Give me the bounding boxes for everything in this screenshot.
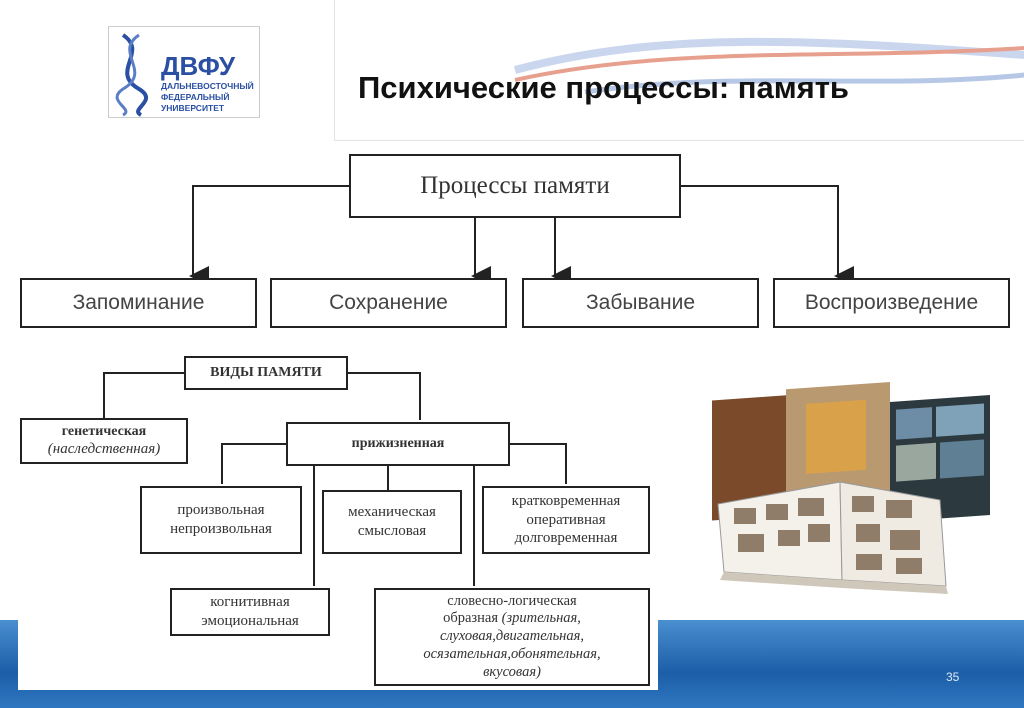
logo-line1: ДАЛЬНЕВОСТОЧНЫЙ — [161, 80, 254, 91]
logo-name: ДВФУ — [161, 51, 236, 81]
verbal-logical-label: словесно-логическая — [447, 592, 577, 609]
process-retention: Сохранение — [270, 278, 507, 328]
processes-root-box: Процессы памяти — [349, 154, 681, 218]
logo-line3: УНИВЕРСИТЕТ — [161, 103, 225, 113]
lifetime-memory-box: прижизненная — [286, 422, 510, 466]
dvfu-logo: ДВФУ ДАЛЬНЕВОСТОЧНЫЙ ФЕДЕРАЛЬНЫЙ УНИВЕРС… — [108, 26, 260, 118]
voluntary-label: произвольная — [177, 502, 265, 519]
operative-label: оперативная — [526, 511, 606, 528]
figurative-note: (зрительная, — [501, 610, 581, 627]
header-wave-decor — [513, 37, 1024, 95]
figurative-subtypes-line4: осязательная,обонятельная, — [423, 645, 601, 662]
processes-diagram: Процессы памяти Запоминание Сохранение З… — [18, 150, 1018, 340]
process-memorization: Запоминание — [20, 278, 257, 328]
photo-album-image — [690, 372, 1020, 612]
figurative-subtypes-line3: слуховая,двигательная, — [439, 628, 584, 645]
cognitive-label: когнитивная — [210, 594, 290, 611]
logo-line2: ФЕДЕРАЛЬНЫЙ — [161, 91, 229, 102]
processes-connectors — [189, 185, 854, 286]
figurative-label: образная — [443, 610, 498, 627]
genetic-memory-label: генетическая — [61, 423, 147, 439]
duration-memory-box: кратковременная оперативная долговременн… — [482, 486, 650, 554]
memory-types-root-box: ВИДЫ ПАМЯТИ — [184, 356, 348, 390]
cognitive-memory-box: когнитивная эмоциональная — [170, 588, 330, 636]
mechanical-label: механическая — [348, 504, 436, 521]
figurative-subtypes-line5: вкусовая) — [483, 663, 541, 680]
semantic-label: смысловая — [357, 523, 427, 539]
mechanical-memory-box: механическая смысловая — [322, 490, 462, 554]
emotional-label: эмоциональная — [201, 613, 299, 629]
voluntary-memory-box: произвольная непроизвольная — [140, 486, 302, 554]
memory-types-diagram: ВИДЫ ПАМЯТИ генетическая (наследственная… — [18, 340, 658, 690]
slide-title: Психические процессы: память — [358, 70, 849, 105]
dvfu-helix-icon: ДВФУ ДАЛЬНЕВОСТОЧНЫЙ ФЕДЕРАЛЬНЫЙ УНИВЕРС… — [115, 33, 254, 117]
involuntary-label: непроизвольная — [170, 521, 272, 537]
process-forgetting: Забывание — [522, 278, 759, 328]
short-term-label: кратковременная — [511, 492, 621, 509]
process-recall: Воспроизведение — [773, 278, 1010, 328]
genetic-memory-box: генетическая (наследственная) — [20, 418, 188, 464]
long-term-label: долговременная — [514, 530, 618, 547]
verbal-memory-box: словесно-логическая образная (зрительная… — [374, 588, 650, 686]
page-number: 35 — [946, 670, 960, 684]
memory-types-connectors — [103, 372, 567, 586]
header-band — [334, 0, 1024, 141]
genetic-memory-note: (наследственная) — [47, 441, 161, 458]
